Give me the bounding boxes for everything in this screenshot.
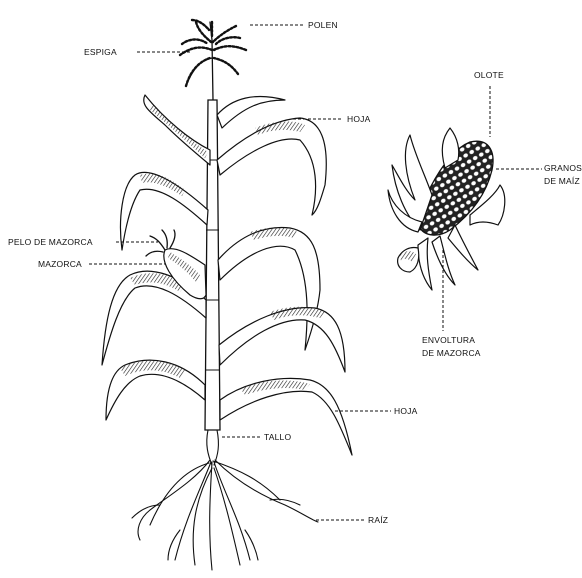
husk-lower-left <box>418 238 432 290</box>
label-pelo-de-mazorca: PELO DE MAZORCA <box>8 237 93 247</box>
label-espiga: ESPIGA <box>84 47 117 57</box>
husk-lower-right <box>448 225 478 270</box>
label-granos-line2: DE MAÍZ <box>544 176 580 186</box>
corn-ear-detail <box>388 128 505 290</box>
label-envoltura-line2: DE MAZORCA <box>422 348 481 358</box>
leaf-upper-right <box>217 118 326 215</box>
labels: POLEN ESPIGA HOJA OLOTE GRANOS DE MAÍZ P… <box>8 20 582 525</box>
label-olote: OLOTE <box>474 70 504 80</box>
label-granos-line1: GRANOS <box>544 163 582 173</box>
label-raiz: RAÍZ <box>368 515 388 525</box>
label-envoltura-line1: ENVOLTURA <box>422 335 475 345</box>
roots <box>132 430 318 570</box>
label-hoja-bottom: HOJA <box>394 406 418 416</box>
label-hoja-top: HOJA <box>347 114 371 124</box>
maize-plant <box>102 20 352 570</box>
leaf-bottom-right <box>220 378 352 455</box>
leaf-middle-right <box>218 227 320 350</box>
tassel-espiga <box>180 20 246 100</box>
label-tallo: TALLO <box>264 432 291 442</box>
label-polen: POLEN <box>308 20 338 30</box>
label-mazorca: MAZORCA <box>38 259 82 269</box>
